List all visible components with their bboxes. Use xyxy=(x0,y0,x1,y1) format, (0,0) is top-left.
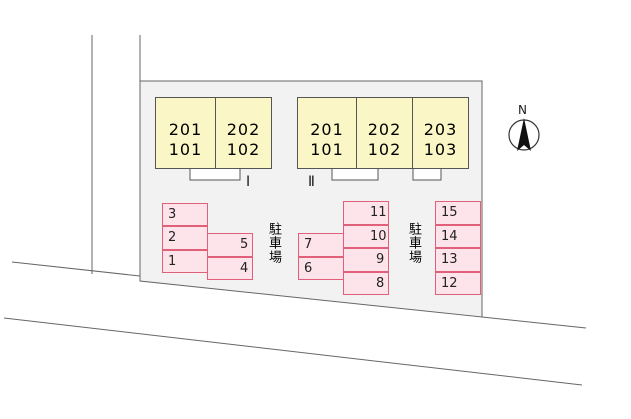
building-1-label: I xyxy=(246,174,251,190)
parking-spot: 15 xyxy=(435,201,481,225)
parking-spot: 2 xyxy=(162,226,208,250)
building-porch xyxy=(189,167,241,181)
parking-label-text: 駐車場 xyxy=(266,222,281,264)
unit-number: 203 xyxy=(423,120,458,139)
building-2-unit-a: 201 101 xyxy=(297,97,357,169)
parking-spot: 11 xyxy=(343,201,389,225)
parking-label-text: 駐車場 xyxy=(406,222,421,264)
parking-spot: 1 xyxy=(162,250,208,273)
parking-spot: 3 xyxy=(162,203,208,226)
building-porch xyxy=(412,167,442,181)
unit-number: 102 xyxy=(367,140,402,159)
parking-label: 駐車場 xyxy=(405,222,421,269)
parking-spot: 5 xyxy=(207,233,253,257)
building-2-label: Ⅱ xyxy=(308,174,315,190)
unit-number: 201 xyxy=(168,120,203,139)
parking-spot: 13 xyxy=(435,248,481,272)
parking-label: 駐車場 xyxy=(265,222,281,269)
unit-number: 202 xyxy=(226,120,261,139)
building-2-unit-b: 202 102 xyxy=(356,97,413,169)
unit-number: 101 xyxy=(168,140,203,159)
building-1-unit-b: 202 102 xyxy=(215,97,272,169)
parking-spot: 8 xyxy=(343,272,389,295)
parking-spot: 6 xyxy=(298,257,344,280)
compass-label: N xyxy=(518,103,527,117)
unit-number: 102 xyxy=(226,140,261,159)
unit-number: 201 xyxy=(310,120,344,139)
parking-spot: 10 xyxy=(343,225,389,248)
parking-spot: 4 xyxy=(207,257,253,280)
unit-number: 103 xyxy=(423,140,458,159)
building-2-unit-c: 203 103 xyxy=(412,97,469,169)
parking-spot: 12 xyxy=(435,272,481,295)
road-line xyxy=(11,261,141,277)
north-arrow-icon xyxy=(517,118,531,151)
unit-number: 101 xyxy=(310,140,344,159)
parking-spot: 7 xyxy=(298,233,344,257)
parking-spot: 14 xyxy=(435,225,481,248)
unit-number: 202 xyxy=(367,120,402,139)
road-line xyxy=(481,316,587,329)
building-porch xyxy=(331,167,379,181)
road-line xyxy=(3,317,583,386)
parking-spot: 9 xyxy=(343,248,389,272)
building-1-unit-a: 201 101 xyxy=(155,97,216,169)
